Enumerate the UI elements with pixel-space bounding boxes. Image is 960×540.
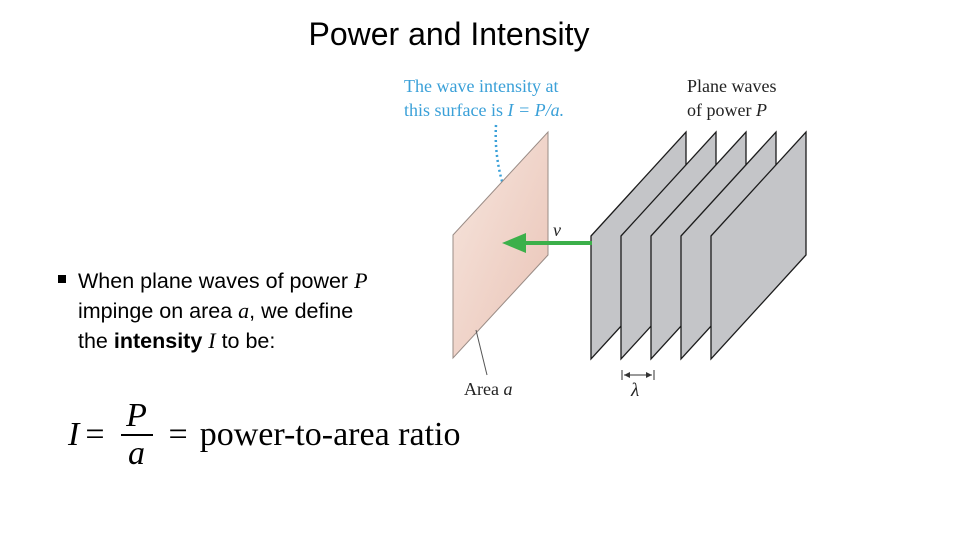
bullet-text-part: to be: <box>215 329 276 353</box>
wavefront-5 <box>710 130 807 361</box>
plane-waves-label-line-2: of power P <box>687 100 767 120</box>
formula-equals: = <box>168 416 188 453</box>
target-surface <box>452 130 549 360</box>
callout-line-2: this surface is I = P/a. <box>404 100 564 120</box>
area-symbol: a <box>238 298 250 323</box>
power-symbol: P <box>354 268 368 293</box>
velocity-arrowhead <box>502 233 526 253</box>
wavefront-stack <box>590 130 807 361</box>
wavelength-label: λ <box>630 380 639 401</box>
area-pointer-line <box>475 329 488 376</box>
intensity-term: intensity <box>113 329 203 353</box>
intensity-formula: I = P a = power-to-area ratio <box>68 398 460 472</box>
bullet-marker <box>58 275 66 283</box>
formula-numerator: P <box>126 397 147 434</box>
bullet-text: When plane waves of power P impinge on a… <box>78 266 388 356</box>
slide-title: Power and Intensity <box>308 16 590 52</box>
area-label: Area a <box>464 379 512 399</box>
bullet-item: When plane waves of power P impinge on a… <box>58 266 388 356</box>
formula-fraction: P a <box>120 397 153 472</box>
fraction-bar <box>120 434 153 436</box>
formula-lhs: I <box>68 416 80 453</box>
bullet-text-part: , we define the <box>78 299 354 353</box>
formula-equals: = <box>85 416 105 453</box>
velocity-label: v <box>553 220 561 240</box>
formula-rhs: power-to-area ratio <box>199 416 461 453</box>
wavelength-arrow-right <box>646 372 652 378</box>
formula-denominator: a <box>128 435 146 472</box>
plane-waves-label-line-1: Plane waves <box>687 76 776 96</box>
callout-pointer <box>494 124 508 195</box>
bullet-text-part: impinge on area <box>78 299 239 323</box>
callout-line-1: The wave intensity at <box>404 76 558 96</box>
wavelength-marker <box>621 370 655 380</box>
bullet-text-part: When plane waves of power <box>78 269 355 293</box>
intensity-symbol: I <box>208 328 216 353</box>
wavelength-arrow-left <box>624 372 630 378</box>
